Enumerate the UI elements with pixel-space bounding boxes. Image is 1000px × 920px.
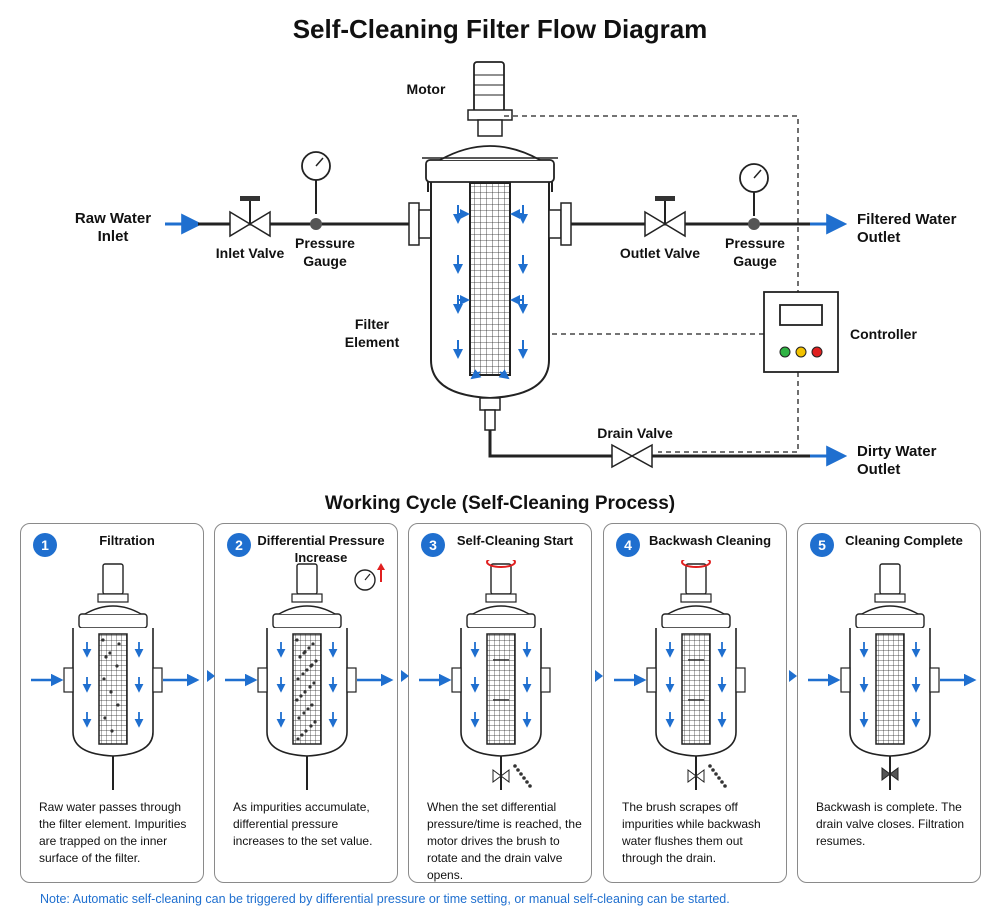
internal-flow-arrows — [453, 205, 528, 380]
step-chevron-1 — [207, 670, 215, 682]
step-number-badge: 5 — [810, 533, 834, 557]
inlet-valve-icon — [229, 196, 271, 238]
controller-icon — [763, 291, 839, 373]
step-number-badge: 3 — [421, 533, 445, 557]
pressure-gauge-left-label: Pressure Gauge — [295, 235, 355, 269]
step-description: Backwash is complete. The drain valve cl… — [816, 800, 965, 848]
filtered-water-outlet-label: Filtered Water Outlet — [857, 211, 957, 246]
step-description: Raw water passes through the filter elem… — [39, 800, 187, 865]
step-vessel-illustration — [808, 563, 977, 790]
inlet-valve-label: Inlet Valve — [215, 245, 285, 261]
pressure-gauge-left-icon — [301, 151, 331, 230]
step-title: Self-Cleaning Start — [456, 533, 574, 548]
step-chevron-3 — [595, 670, 603, 682]
step-vessel-illustration — [419, 560, 551, 790]
controller-label: Controller — [850, 326, 917, 342]
motor-label: Motor — [406, 81, 446, 97]
step-description: As impurities accumulate, differential p… — [233, 800, 373, 848]
outlet-valve-icon — [644, 196, 686, 238]
drain-pipe — [488, 430, 612, 458]
drain-valve-icon — [611, 443, 653, 469]
step-title: Backwash Cleaning — [648, 533, 772, 548]
pressure-gauge-right-icon — [739, 163, 769, 230]
main-flow-diagram — [165, 61, 848, 469]
step-chevron-4 — [789, 670, 797, 682]
raw-water-inlet-label: Raw Water Inlet — [74, 210, 152, 245]
step-number-badge: 1 — [33, 533, 57, 557]
step-title: Differential Pressure Increase — [257, 533, 385, 565]
drain-valve-label: Drain Valve — [597, 425, 673, 441]
footer-note: Note: Automatic self-cleaning can be tri… — [40, 892, 730, 906]
step-vessel-illustration — [225, 563, 394, 790]
step-description: The brush scrapes off impurities while b… — [622, 800, 761, 865]
step-vessel-illustration — [31, 563, 200, 790]
working-cycle-title: Working Cycle (Self-Cleaning Process) — [324, 493, 676, 514]
step-chevron-2 — [401, 670, 409, 682]
diagram-title: Self-Cleaning Filter Flow Diagram — [292, 14, 708, 44]
filter-element-label: Filter Element — [344, 316, 400, 350]
pressure-gauge-right-label: Pressure Gauge — [725, 235, 785, 269]
outlet-valve-label: Outlet Valve — [619, 245, 701, 261]
signal-lines — [504, 115, 799, 453]
step-vessel-illustration — [614, 560, 746, 790]
filter-vessel — [422, 145, 558, 431]
step-title: Filtration — [99, 533, 155, 548]
motor-icon — [467, 61, 513, 137]
dirty-water-outlet-label: Dirty Water Outlet — [857, 443, 937, 478]
step-title: Cleaning Complete — [845, 533, 963, 548]
step-number-badge: 2 — [227, 533, 251, 557]
step-description: When the set differential pressure/time … — [427, 800, 582, 882]
step-number-badge: 4 — [616, 533, 640, 557]
